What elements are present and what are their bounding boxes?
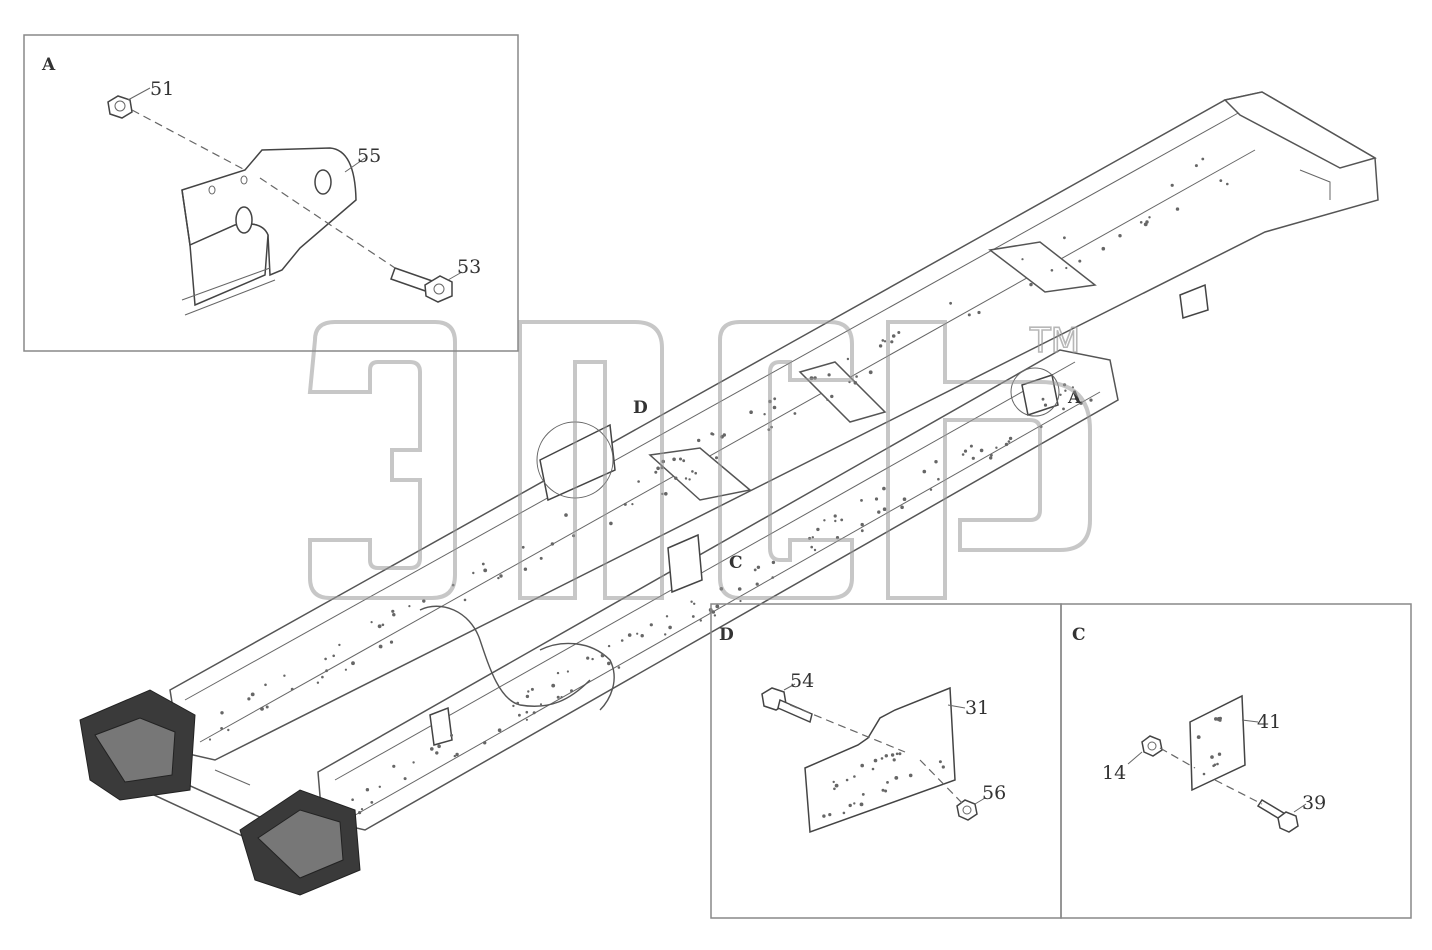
mounting-bracket-55 <box>181 147 357 316</box>
detail-view-a-border <box>23 34 519 352</box>
detail-view-d-title: D <box>719 625 734 645</box>
nut-56 <box>956 799 978 821</box>
callout-14: 14 <box>1102 762 1126 784</box>
front-right-bracket <box>239 789 361 896</box>
assembly-axis-c <box>1159 747 1263 805</box>
callout-51: 51 <box>150 78 174 100</box>
assembly-axis-a <box>131 109 396 269</box>
chassis-frame <box>79 91 1379 896</box>
detail-view-c: C 41 14 39 <box>1060 603 1412 919</box>
cross-member-2 <box>798 361 887 423</box>
cross-member-3 <box>648 447 752 501</box>
callout-39: 39 <box>1302 792 1326 814</box>
rail-plate-c <box>667 533 703 594</box>
cross-member-1 <box>988 241 1097 293</box>
assembly-axis-d <box>789 704 966 807</box>
detail-view-d: D 54 31 56 <box>710 603 1062 919</box>
callout-54: 54 <box>790 670 814 692</box>
rail-plate-a <box>1021 374 1059 416</box>
trademark-symbol: TM <box>1029 321 1080 361</box>
detail-view-c-title: C <box>1072 625 1086 645</box>
rivet-holes <box>208 157 1229 815</box>
bolt-39 <box>1256 798 1299 833</box>
mounting-plate-41 <box>1189 694 1246 792</box>
callout-56: 56 <box>982 782 1006 804</box>
front-left-bracket <box>79 689 196 801</box>
callout-53: 53 <box>457 256 481 278</box>
rear-cross-member <box>1223 91 1377 169</box>
callout-55: 55 <box>357 145 381 167</box>
frame-marker-d: D <box>633 398 648 418</box>
bolt-54 <box>761 687 813 724</box>
callout-31: 31 <box>965 697 989 719</box>
frame-marker-c: C <box>729 553 743 573</box>
watermark-logo: TM <box>307 320 1092 600</box>
detail-view-c-border <box>1060 603 1412 919</box>
detail-view-a: A 51 55 53 <box>23 34 519 352</box>
rail-plate-b <box>1179 283 1209 319</box>
rail-plate-small <box>429 706 453 746</box>
nut-14 <box>1141 735 1163 757</box>
detail-view-a-title: A <box>41 55 56 75</box>
callout-41: 41 <box>1257 711 1281 733</box>
rail-plate-d <box>539 423 616 502</box>
flange-nut-51 <box>107 95 133 119</box>
flange-bolt-53 <box>390 267 453 303</box>
reinforcement-plate-31 <box>804 686 956 834</box>
